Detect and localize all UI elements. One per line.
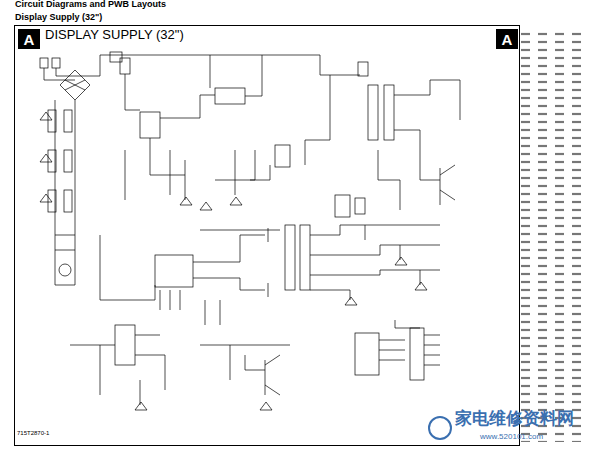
drawing-number: 715T2870-1	[17, 430, 49, 436]
marker-letter: A	[24, 31, 35, 48]
frame-title: DISPLAY SUPPLY (32")	[43, 27, 186, 42]
page-subtitle: Display Supply (32")	[15, 12, 102, 22]
sheet-marker: A	[496, 29, 518, 49]
sheet-marker: A	[18, 29, 40, 49]
watermark-logo	[429, 417, 451, 439]
frame: DISPLAY SUPPLY (32") A A	[14, 25, 520, 446]
part-table	[520, 28, 586, 442]
section-heading: Circuit Diagrams and PWB Layouts	[15, 0, 166, 9]
wiring	[40, 52, 460, 410]
watermark-url: www.520101.com	[480, 433, 543, 441]
marker-letter: A	[502, 31, 513, 48]
watermark: 家电维修资料网	[455, 410, 574, 427]
